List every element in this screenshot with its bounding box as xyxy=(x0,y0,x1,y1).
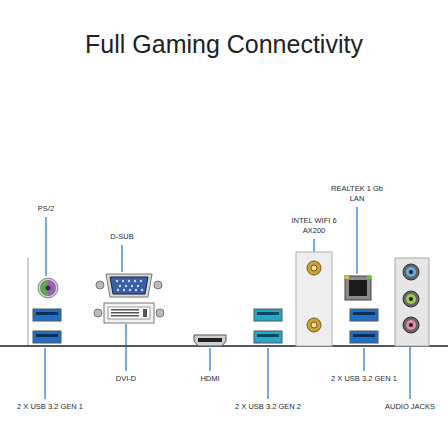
wifi-antenna-connectors xyxy=(307,261,321,332)
port-label: REALTEK 1 Gb LAN xyxy=(328,184,386,203)
port-label: 2 X USB 3.2 GEN 2 xyxy=(234,402,302,411)
heading: Full Gaming Connectivity xyxy=(0,30,448,59)
hdmi-port xyxy=(194,335,226,346)
port-label: PS/2 xyxy=(37,204,55,213)
port-label: INTEL WIFI 6 AX200 xyxy=(287,216,341,235)
usb-ports-gen2 xyxy=(254,309,282,343)
leader-lines xyxy=(45,207,410,399)
ps2-port xyxy=(38,278,58,298)
audio-jacks xyxy=(403,264,419,333)
usb-ports-right xyxy=(350,309,378,343)
dvi-port xyxy=(94,303,164,323)
port-label: D-SUB xyxy=(109,232,134,241)
port-label: DVI-D xyxy=(115,374,137,383)
vga-port xyxy=(96,274,162,297)
port-label: HDMI xyxy=(199,374,220,383)
lan-port xyxy=(345,276,371,300)
port-label: 2 X USB 3.2 GEN 1 xyxy=(330,374,398,383)
port-label: AUDIO JACKS xyxy=(384,402,436,411)
panel-outline xyxy=(0,252,448,346)
usb-ports-left xyxy=(33,309,61,343)
port-label: 2 X USB 3.2 GEN 1 xyxy=(16,402,84,411)
